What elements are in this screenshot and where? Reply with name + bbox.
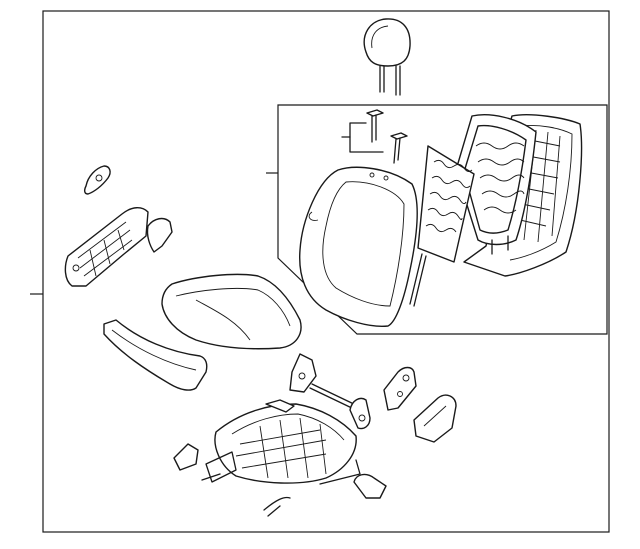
recliner-mechanism-icon bbox=[289, 353, 371, 430]
seat-back-pad-icon bbox=[455, 114, 537, 255]
seat-back-subassembly-box bbox=[277, 104, 608, 335]
side-shield-icon bbox=[64, 207, 173, 287]
track-cover-icon bbox=[173, 443, 199, 471]
seat-track-frame-icon bbox=[201, 399, 361, 517]
seat-back-cover-icon bbox=[299, 166, 418, 328]
seat-cushion-icon bbox=[161, 273, 302, 350]
headrest-icon bbox=[363, 18, 411, 96]
inner-cover-icon bbox=[413, 394, 457, 443]
front-trim-icon bbox=[103, 319, 208, 391]
lumbar-support-icon bbox=[409, 145, 475, 307]
recliner-knob-icon bbox=[83, 165, 111, 195]
outer-frame bbox=[42, 10, 610, 533]
hinge-bracket-icon bbox=[383, 366, 417, 411]
track-cover-icon bbox=[353, 473, 387, 499]
headrest-guide-icon bbox=[341, 109, 408, 164]
